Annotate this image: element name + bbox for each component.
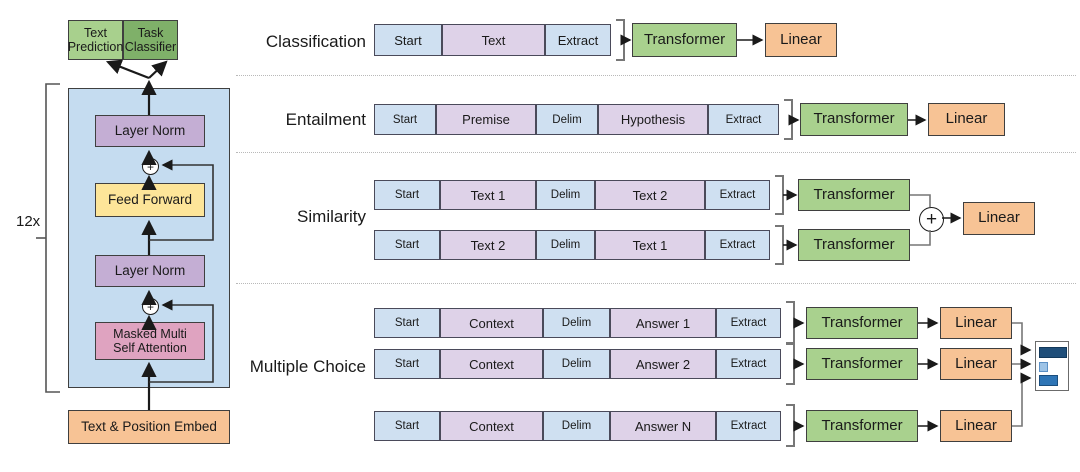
multiple-choice-output-chart [1035,341,1069,391]
token-answer-1: Answer 1 [610,308,716,338]
token-start: Start [374,411,440,441]
token-start: Start [374,180,440,210]
transformer-classification: Transformer [632,23,737,57]
residual-add-ffn: + [142,158,159,175]
linear-entailment: Linear [928,103,1005,136]
token-delim: Delim [536,230,595,260]
token-extract: Extract [716,308,781,338]
output-bar-3 [1039,375,1058,386]
output-bar-2 [1039,362,1048,372]
token-extract: Extract [716,349,781,379]
task-label-multiple-choice: Multiple Choice [249,357,366,376]
layer-norm-top: Layer Norm [95,115,205,147]
token-answer-2: Answer 2 [610,349,716,379]
transformer-similarity-2: Transformer [798,229,910,261]
token-delim: Delim [543,349,610,379]
token-text-2: Text 2 [595,180,705,210]
token-extract: Extract [716,411,781,441]
transformer-entailment: Transformer [800,103,908,136]
text-position-embed: Text & Position Embed [68,410,230,444]
token-start: Start [374,230,440,260]
linear-similarity: Linear [963,202,1035,235]
layer-norm-bottom: Layer Norm [95,255,205,287]
token-delim: Delim [543,411,610,441]
linear-mc-1: Linear [940,307,1012,339]
linear-mc-3: Linear [940,410,1012,442]
token-extract: Extract [705,180,770,210]
transformer-mc-2: Transformer [806,348,918,380]
token-context: Context [440,349,543,379]
token-answer-n: Answer N [610,411,716,441]
token-extract: Extract [708,104,779,135]
feed-forward: Feed Forward [95,183,205,217]
token-premise: Premise [436,104,536,135]
head-task-classifier: Task Classifier [123,20,178,60]
token-delim: Delim [536,104,598,135]
output-bar-1 [1039,347,1067,358]
head-text-prediction: Text Prediction [68,20,123,60]
task-label-entailment: Entailment [285,110,366,129]
token-start: Start [374,308,440,338]
token-hypothesis: Hypothesis [598,104,708,135]
linear-mc-2: Linear [940,348,1012,380]
token-delim: Delim [543,308,610,338]
masked-multi-self-attention: Masked Multi Self Attention [95,322,205,360]
token-context: Context [440,308,543,338]
transformer-mc-3: Transformer [806,410,918,442]
token-text-1: Text 1 [595,230,705,260]
token-delim: Delim [536,180,595,210]
separator-2 [236,152,1076,153]
linear-classification: Linear [765,23,837,57]
separator-3 [236,283,1076,284]
similarity-combine-add: + [919,207,944,232]
task-label-classification: Classification [265,32,366,51]
token-context: Context [440,411,543,441]
token-start: Start [374,24,442,56]
task-label-similarity: Similarity [297,207,366,226]
token-start: Start [374,349,440,379]
separator-1 [236,75,1076,76]
token-extract: Extract [705,230,770,260]
transformer-mc-1: Transformer [806,307,918,339]
token-text-1: Text 1 [440,180,536,210]
transformer-similarity-1: Transformer [798,179,910,211]
token-text-2: Text 2 [440,230,536,260]
token-extract: Extract [545,24,611,56]
residual-add-attn: + [142,298,159,315]
repeat-count-label: 12x [16,213,41,230]
token-start: Start [374,104,436,135]
token-text: Text [442,24,545,56]
